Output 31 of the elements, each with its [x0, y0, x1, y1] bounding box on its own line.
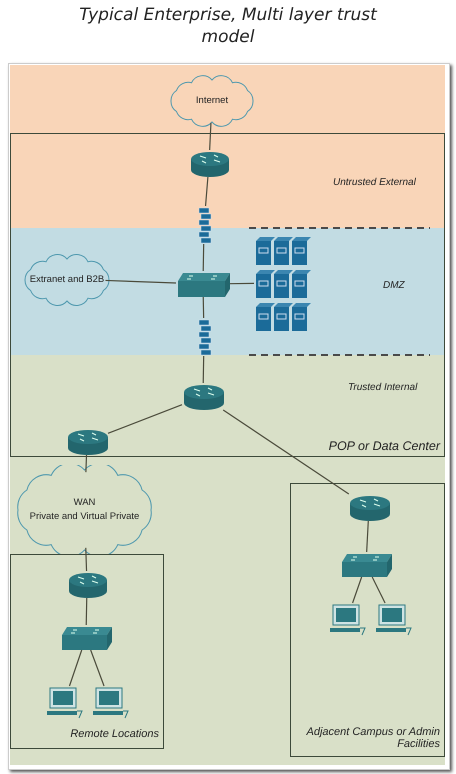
title: Typical Enterprise, Multi layer trust model	[78, 4, 378, 48]
area-box	[290, 483, 445, 757]
cloud-label: Private and Virtual Private	[30, 510, 140, 524]
connector-line	[209, 122, 212, 150]
connector-line	[202, 244, 204, 272]
zone-label: DMZ	[383, 280, 405, 291]
connector-line	[366, 520, 369, 552]
connector-line	[105, 280, 176, 284]
connector-line	[90, 650, 105, 686]
connector-line	[85, 548, 88, 572]
connector-line	[222, 410, 350, 494]
connector-line	[68, 650, 82, 686]
connector-line	[85, 454, 88, 472]
cloud-label: Internet	[196, 94, 228, 108]
area-label: Remote Locations	[70, 728, 159, 740]
cloud-label: WAN	[74, 496, 96, 510]
area-label: Adjacent Campus or Admin Facilities	[305, 726, 440, 750]
connector-line	[352, 576, 362, 604]
zone-label: Untrusted External	[333, 177, 416, 188]
connector-line	[86, 598, 88, 626]
connector-line	[230, 282, 254, 284]
connector-line	[202, 296, 204, 318]
connector-line	[204, 176, 208, 206]
connector-line	[108, 404, 182, 434]
cloud-label: Extranet and B2B	[30, 273, 104, 287]
area-label: POP or Data Center	[328, 439, 440, 453]
connector-line	[202, 356, 204, 384]
area-box	[10, 133, 445, 457]
connector-line	[372, 576, 386, 604]
zone-label: Trusted Internal	[348, 382, 418, 393]
area-box	[10, 554, 164, 749]
